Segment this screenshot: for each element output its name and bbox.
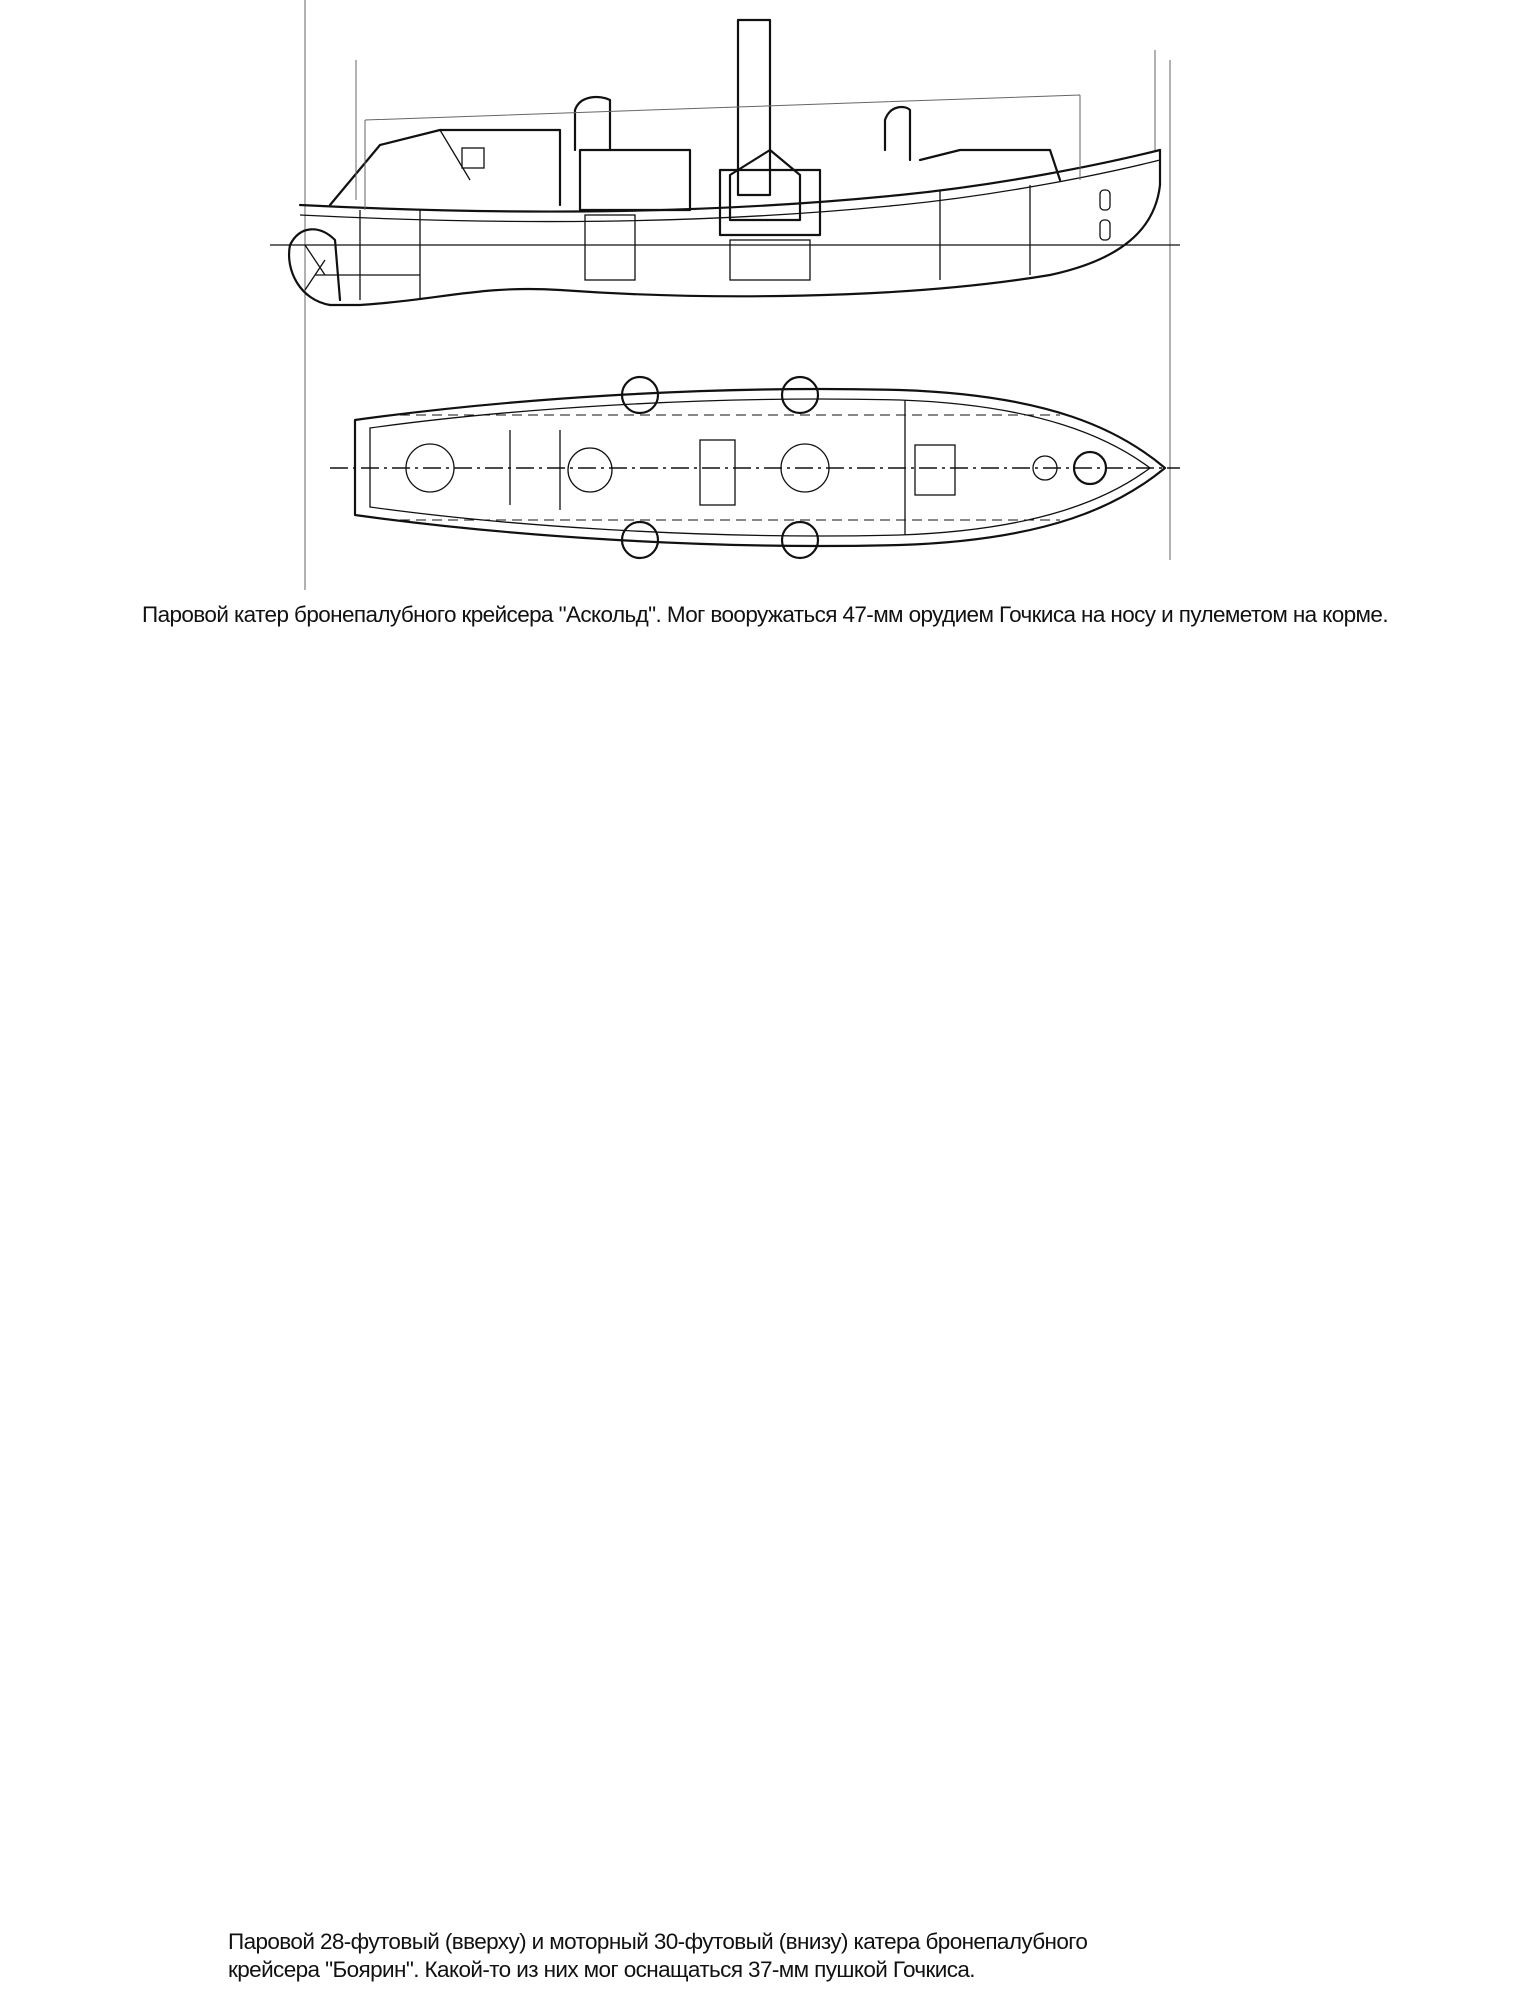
caption-line-1: Паровой 28-футовый (вверху) и моторный 3… bbox=[228, 1929, 1088, 1954]
askold-launch-plan bbox=[330, 375, 1180, 560]
boyarin-launches-caption: Паровой 28-футовый (вверху) и моторный 3… bbox=[228, 1928, 1088, 1984]
caption-line-2: крейсера "Боярин". Какой-то из них мог о… bbox=[228, 1957, 976, 1982]
askold-launch-profile bbox=[270, 0, 1180, 590]
askold-launch-caption: Паровой катер бронепалубного крейсера "А… bbox=[142, 602, 1389, 627]
